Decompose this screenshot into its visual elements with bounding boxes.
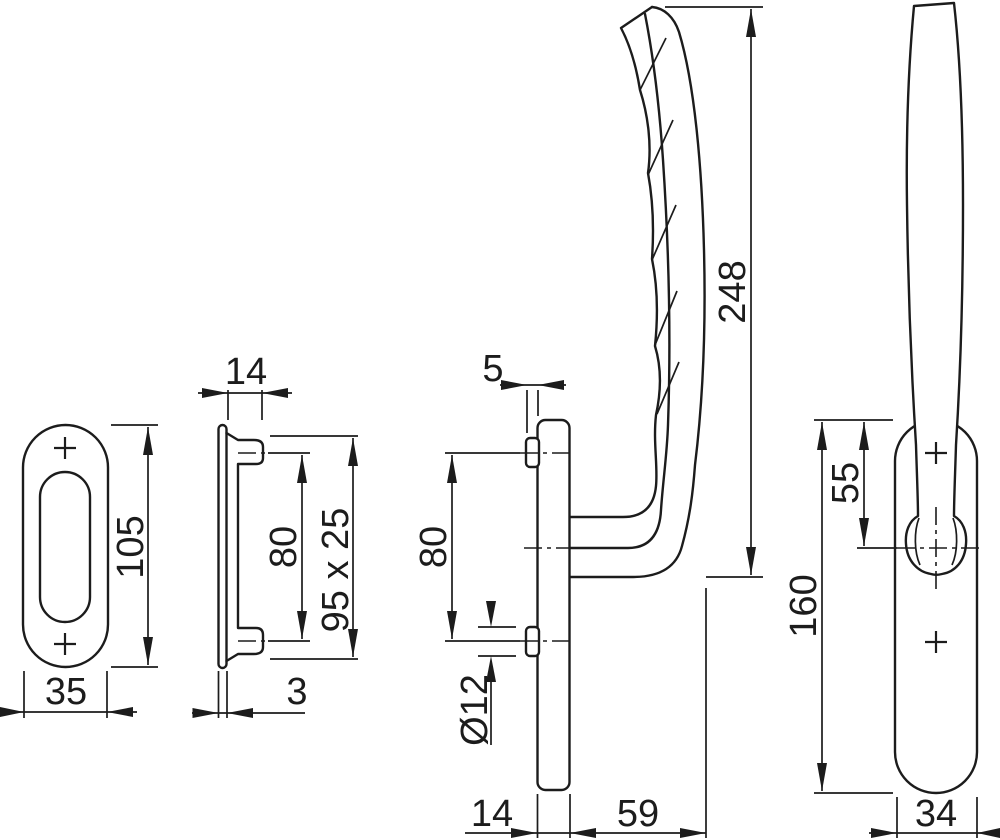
grip-front — [904, 1, 968, 576]
pull-outer-oval — [21, 423, 110, 669]
dim-handle-pivot-offset: 55 — [825, 422, 869, 546]
dim-label-plate-height: 160 — [783, 574, 825, 637]
view-flush-pull-front: 105 35 — [0, 423, 158, 718]
dim-label-handle-boss: 5 — [482, 348, 503, 390]
dim-label-handle-boss-dia: Ø12 — [454, 674, 496, 746]
dim-label-pull-plate: 3 — [286, 671, 307, 713]
view-flush-pull-side: 14 80 95 x 25 3 — [192, 351, 358, 718]
dim-label-plate-width: 34 — [915, 793, 957, 835]
pull-faceplate-profile — [217, 423, 228, 670]
dim-handle-spacing: 80 — [413, 455, 457, 639]
dim-handle-plate-width: 34 — [869, 793, 1000, 838]
dim-pull-overall: 95 x 25 — [270, 435, 358, 660]
screw-cross-top — [54, 437, 76, 459]
dim-label-pull-height: 105 — [110, 515, 152, 578]
dim-label-handle-projection: 59 — [617, 793, 659, 835]
dim-pull-plate-thickness: 3 — [192, 671, 308, 718]
lever-ridge-line — [568, 12, 671, 550]
view-handle-side: 80 5 Ø12 248 — [413, 5, 763, 838]
dim-handle-boss: 5 — [482, 348, 566, 433]
dim-handle-boss-dia: Ø12 — [454, 601, 516, 746]
screw-cross-top — [925, 442, 947, 464]
dim-pull-height: 105 — [110, 424, 158, 668]
dim-label-pull-width: 35 — [45, 671, 87, 713]
lever-back-edge — [568, 5, 706, 579]
dim-handle-plate-height: 160 — [783, 419, 893, 794]
dim-pull-width: 35 — [0, 671, 137, 718]
dim-label-pull-overall: 95 x 25 — [315, 508, 357, 633]
dim-label-handle-length: 248 — [712, 260, 754, 323]
view-handle-front: 55 160 34 — [783, 1, 1000, 838]
pull-cup-profile — [225, 431, 265, 663]
backplate-profile — [536, 418, 571, 792]
screw-cross-bottom — [54, 633, 76, 655]
grip-knuckle-lines — [914, 517, 958, 566]
grip-groove-lines — [639, 37, 680, 415]
dim-pull-spacing: 80 — [263, 452, 310, 642]
dim-handle-bottom: 14 59 — [465, 588, 707, 838]
dim-label-handle-spacing: 80 — [413, 526, 455, 568]
pull-recess-oval — [38, 470, 92, 624]
dim-pull-depth: 14 — [198, 351, 292, 420]
dim-label-handle-plate-depth: 14 — [471, 793, 513, 835]
dim-label-pull-depth: 14 — [225, 351, 267, 393]
dim-label-pull-spacing: 80 — [263, 526, 305, 568]
screw-cross-bottom — [925, 631, 947, 653]
lever-front-edge — [568, 5, 662, 519]
dim-handle-length: 248 — [665, 6, 763, 578]
dim-label-pivot-offset: 55 — [825, 462, 867, 504]
